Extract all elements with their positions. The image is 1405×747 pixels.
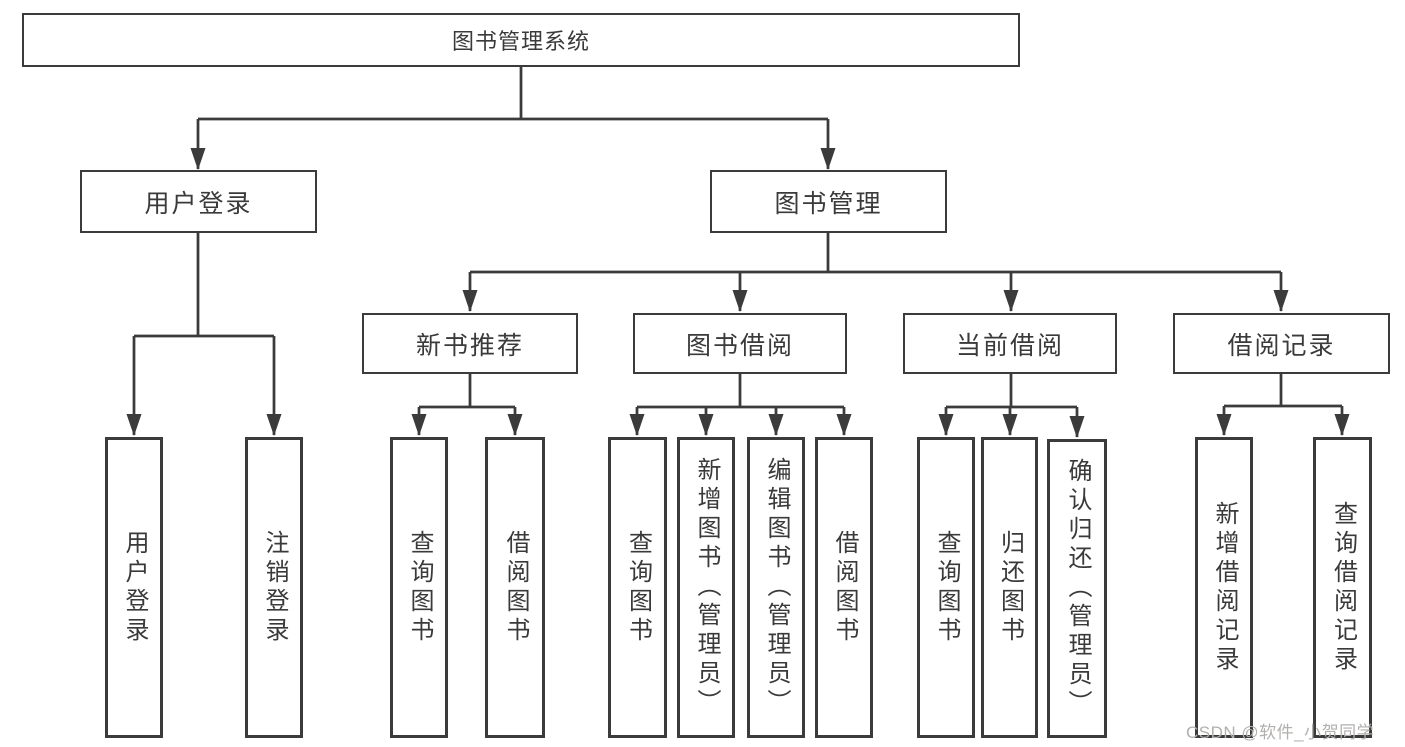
- leaf-rec-query-books-label: 查询图书: [406, 529, 433, 646]
- leaf-br-query-record: 查询借阅记录: [1313, 437, 1372, 738]
- leaf-rec-borrow-books-label: 借阅图书: [502, 529, 529, 646]
- leaf-bb-add-books-admin-label: 新增图书（管理员）: [693, 457, 720, 718]
- node-book-borrow: 图书借阅: [633, 313, 847, 374]
- leaf-user-login-label: 用户登录: [121, 529, 148, 646]
- node-library-system: 图书管理系统: [22, 13, 1020, 67]
- node-library-system-label: 图书管理系统: [451, 29, 590, 54]
- branch-root: [198, 66, 828, 121]
- leaf-cb-confirm-return-admin: 确认归还（管理员）: [1047, 439, 1107, 738]
- node-current-borrow: 当前借阅: [903, 313, 1117, 374]
- node-user-login-label: 用户登录: [144, 189, 253, 218]
- branch-current-borrow: [946, 374, 1077, 409]
- leaf-bb-add-books-admin: 新增图书（管理员）: [677, 437, 735, 738]
- leaf-br-query-record-label: 查询借阅记录: [1329, 500, 1357, 675]
- node-book-management: 图书管理: [710, 170, 947, 233]
- leaf-logout-label: 注销登录: [261, 529, 288, 646]
- branch-new-book-recommend: [419, 374, 515, 409]
- node-current-borrow-label: 当前借阅: [955, 331, 1064, 360]
- leaf-bb-query-books: 查询图书: [608, 437, 667, 738]
- leaf-bb-edit-books-admin: 编辑图书（管理员）: [747, 437, 805, 738]
- csdn-watermark: CSDN @软件_小贺同学: [1186, 723, 1375, 742]
- leaf-bb-edit-books-admin-label: 编辑图书（管理员）: [763, 457, 790, 718]
- leaf-bb-borrow-books: 借阅图书: [815, 437, 873, 738]
- branch-book-borrow: [637, 374, 844, 409]
- node-borrow-records: 借阅记录: [1173, 313, 1390, 374]
- leaf-br-add-record: 新增借阅记录: [1195, 437, 1253, 738]
- leaf-cb-return-books: 归还图书: [981, 437, 1038, 738]
- node-new-book-recommend: 新书推荐: [362, 313, 578, 374]
- node-user-login: 用户登录: [80, 170, 317, 233]
- branch-user-login: [134, 233, 274, 338]
- leaf-rec-query-books: 查询图书: [390, 437, 448, 738]
- leaf-br-add-record-label: 新增借阅记录: [1211, 500, 1238, 675]
- leaf-cb-confirm-return-admin-label: 确认归还（管理员）: [1064, 458, 1091, 719]
- node-new-book-recommend-label: 新书推荐: [415, 331, 524, 360]
- leaf-cb-query-books: 查询图书: [917, 437, 975, 738]
- leaf-cb-return-books-label: 归还图书: [996, 529, 1024, 646]
- node-book-management-label: 图书管理: [774, 189, 883, 218]
- branch-borrow-records: [1224, 374, 1342, 408]
- leaf-user-login: 用户登录: [105, 437, 163, 738]
- node-book-borrow-label: 图书借阅: [685, 331, 794, 360]
- leaf-cb-query-books-label: 查询图书: [933, 529, 960, 646]
- leaf-bb-query-books-label: 查询图书: [624, 529, 652, 646]
- node-borrow-records-label: 借阅记录: [1227, 331, 1336, 360]
- leaf-rec-borrow-books: 借阅图书: [485, 437, 545, 738]
- leaf-logout: 注销登录: [245, 437, 303, 738]
- leaf-bb-borrow-books-label: 借阅图书: [831, 529, 858, 646]
- branch-book-management: [470, 233, 1281, 274]
